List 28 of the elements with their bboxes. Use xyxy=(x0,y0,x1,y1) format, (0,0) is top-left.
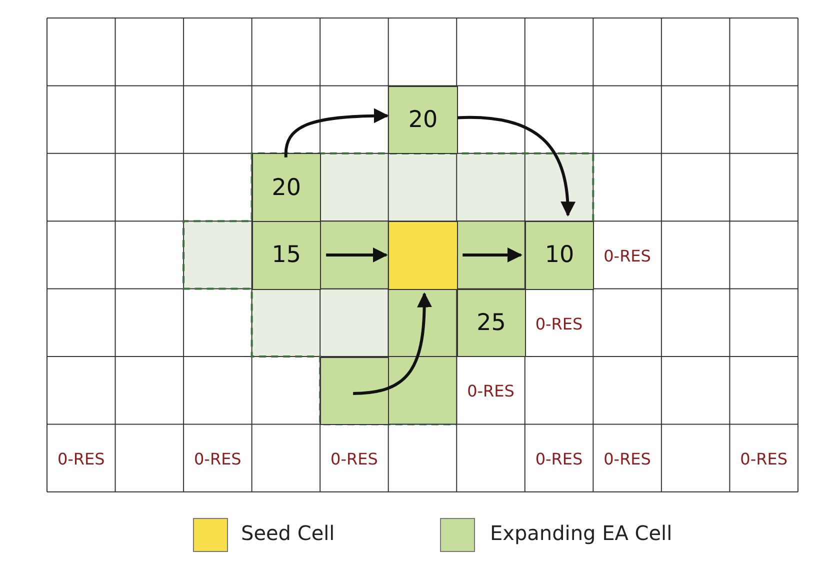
cell-label: 0-RES xyxy=(740,450,788,469)
cell-label: 0-RES xyxy=(604,450,651,469)
arrow xyxy=(284,108,389,158)
legend-label: Expanding EA Cell xyxy=(490,521,672,545)
cell-label: 0-RES xyxy=(535,314,583,334)
arrow xyxy=(326,247,388,262)
cell-label: 0-RES xyxy=(467,382,514,401)
cell-label: 0-RES xyxy=(330,450,378,469)
cell-value: 20 xyxy=(272,174,302,201)
legend-label: Seed Cell xyxy=(241,521,335,545)
expanding-cell xyxy=(320,356,390,426)
cell-value: 10 xyxy=(544,242,574,268)
expanding-cell xyxy=(252,221,322,290)
cell-label: 0-RES xyxy=(194,450,242,469)
arrow xyxy=(462,247,522,262)
cell-value: 20 xyxy=(408,107,438,134)
cell-label: 0-RES xyxy=(604,246,651,266)
expanding-cell xyxy=(252,153,322,222)
seed-cell xyxy=(388,221,458,290)
cell-label: 0-RES xyxy=(57,450,105,469)
expanding-cell xyxy=(456,288,526,358)
expanding-cell xyxy=(388,86,458,154)
expanding-cell xyxy=(524,221,594,290)
cell-label: 0-RES xyxy=(535,450,583,469)
arrow xyxy=(458,116,576,217)
cell-value: 15 xyxy=(272,242,302,268)
cell-value: 25 xyxy=(476,310,506,336)
arrow xyxy=(353,292,432,395)
